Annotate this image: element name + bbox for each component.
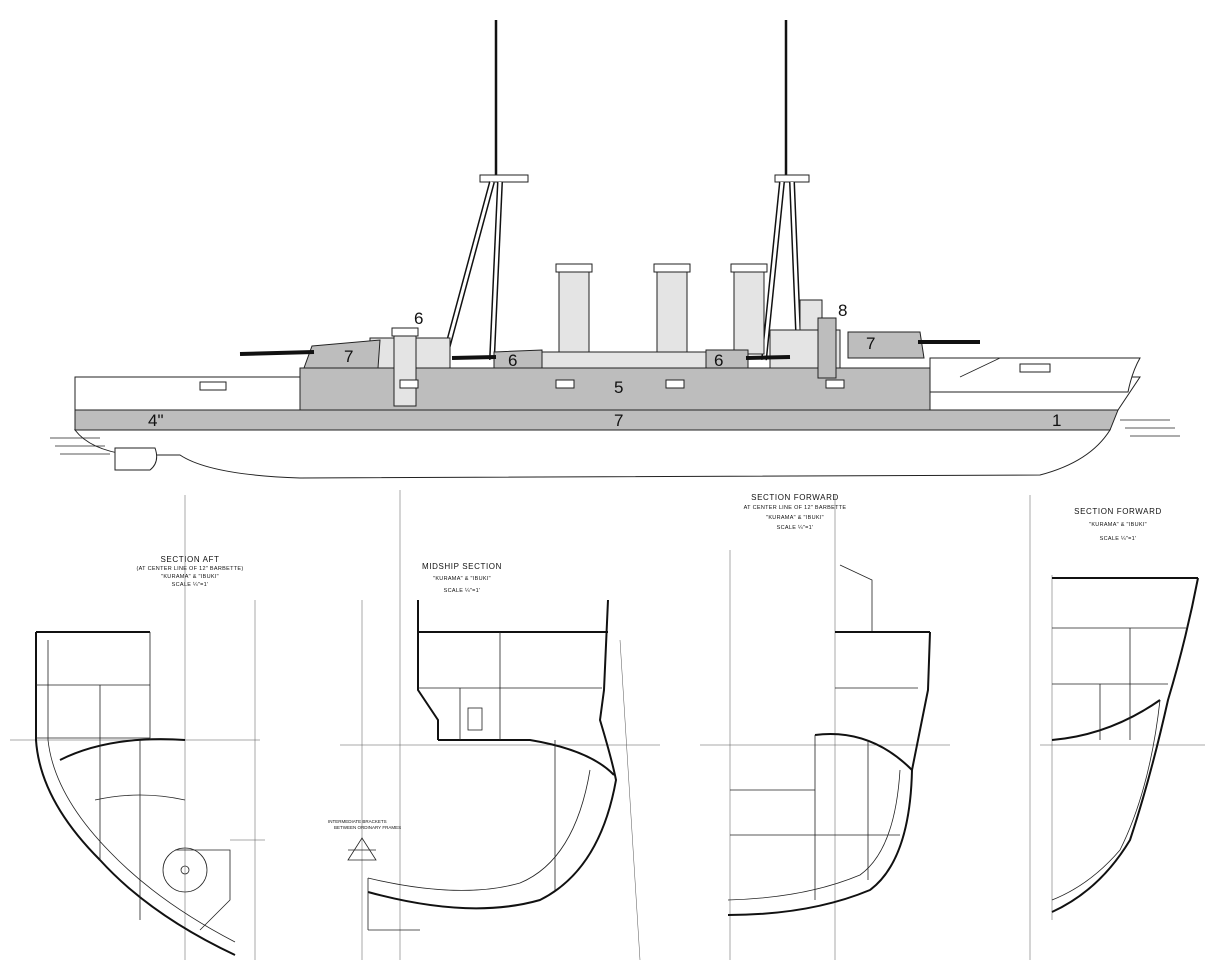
section-forward-1: SECTION FORWARD AT CENTER LINE OF 12" BA…: [700, 493, 950, 960]
fore-12in-turret: [847, 331, 980, 359]
section-forward-1-title: SECTION FORWARD: [751, 493, 839, 502]
section-forward-2: SECTION FORWARD "KURAMA" & "IBUKI" SCALE…: [1029, 495, 1205, 960]
section-midship-scale: SCALE ¼"=1': [444, 588, 481, 594]
section-forward-2-ship-names: "KURAMA" & "IBUKI": [1089, 522, 1147, 528]
section-forward-2-title: SECTION FORWARD: [1074, 507, 1162, 516]
aft-12in-turret: [239, 339, 381, 369]
armor-label-turret-aft: 7: [344, 347, 353, 366]
armor-label-tube-aft: 6: [414, 309, 423, 328]
armor-label-casemate-aft: 6: [508, 351, 517, 370]
section-midship-ship-names: "KURAMA" & "IBUKI": [433, 576, 491, 582]
waterline-marks: [50, 419, 1180, 455]
section-forward-1-ship-names: "KURAMA" & "IBUKI": [766, 515, 824, 521]
midship-note-2: BETWEEN ORDINARY FRAMES: [334, 825, 401, 830]
armor-label-tower-fwd: 8: [838, 301, 847, 320]
midship-note-1: INTERMEDIATE BRACKETS: [328, 819, 387, 824]
section-forward-2-scale: SCALE ¼"=1': [1100, 536, 1137, 542]
ship-profile: 4" 7 1 5 7 7 6 6 6 8: [50, 20, 1180, 479]
midship-triangle-mark: [347, 837, 377, 861]
fore-8in-turret: [705, 349, 791, 369]
armor-label-belt-aft: 4": [148, 411, 164, 430]
stern-port: [199, 381, 227, 391]
aft-communication-tube: [393, 333, 417, 407]
armor-label-turret-fwd: 7: [866, 334, 875, 353]
aft-8in-turret: [451, 349, 543, 369]
section-midship: MIDSHIP SECTION "KURAMA" & "IBUKI" SCALE…: [328, 490, 660, 961]
section-forward-1-subtitle: AT CENTER LINE OF 12" BARBETTE: [744, 505, 847, 511]
main-belt-armor: [74, 409, 1119, 431]
bow-port: [1019, 363, 1051, 373]
fore-mast: [761, 20, 810, 361]
aft-mast: [441, 20, 529, 361]
section-aft-scale: SCALE ¼"=1': [172, 582, 209, 588]
conning-tower-top: [799, 299, 823, 331]
armor-label-upper-belt: 5: [614, 378, 623, 397]
section-forward-1-scale: SCALE ¼"=1': [777, 525, 814, 531]
section-midship-title: MIDSHIP SECTION: [422, 562, 502, 571]
section-aft: SECTION AFT (AT CENTER LINE OF 12" BARBE…: [10, 495, 265, 960]
fore-conning-tower: [817, 317, 837, 379]
section-aft-subtitle: (AT CENTER LINE OF 12" BARBETTE): [136, 566, 243, 572]
armor-label-belt-main: 7: [614, 411, 623, 430]
armor-label-casemate-fwd: 6: [714, 351, 723, 370]
section-aft-ship-names: "KURAMA" & "IBUKI": [161, 574, 219, 580]
rudder: [114, 447, 158, 471]
section-aft-title: SECTION AFT: [160, 555, 219, 564]
armor-label-belt-fwd: 1: [1052, 411, 1061, 430]
underwater-hull: [73, 429, 1111, 479]
forecastle: [929, 357, 1141, 393]
funnels: [555, 263, 768, 355]
